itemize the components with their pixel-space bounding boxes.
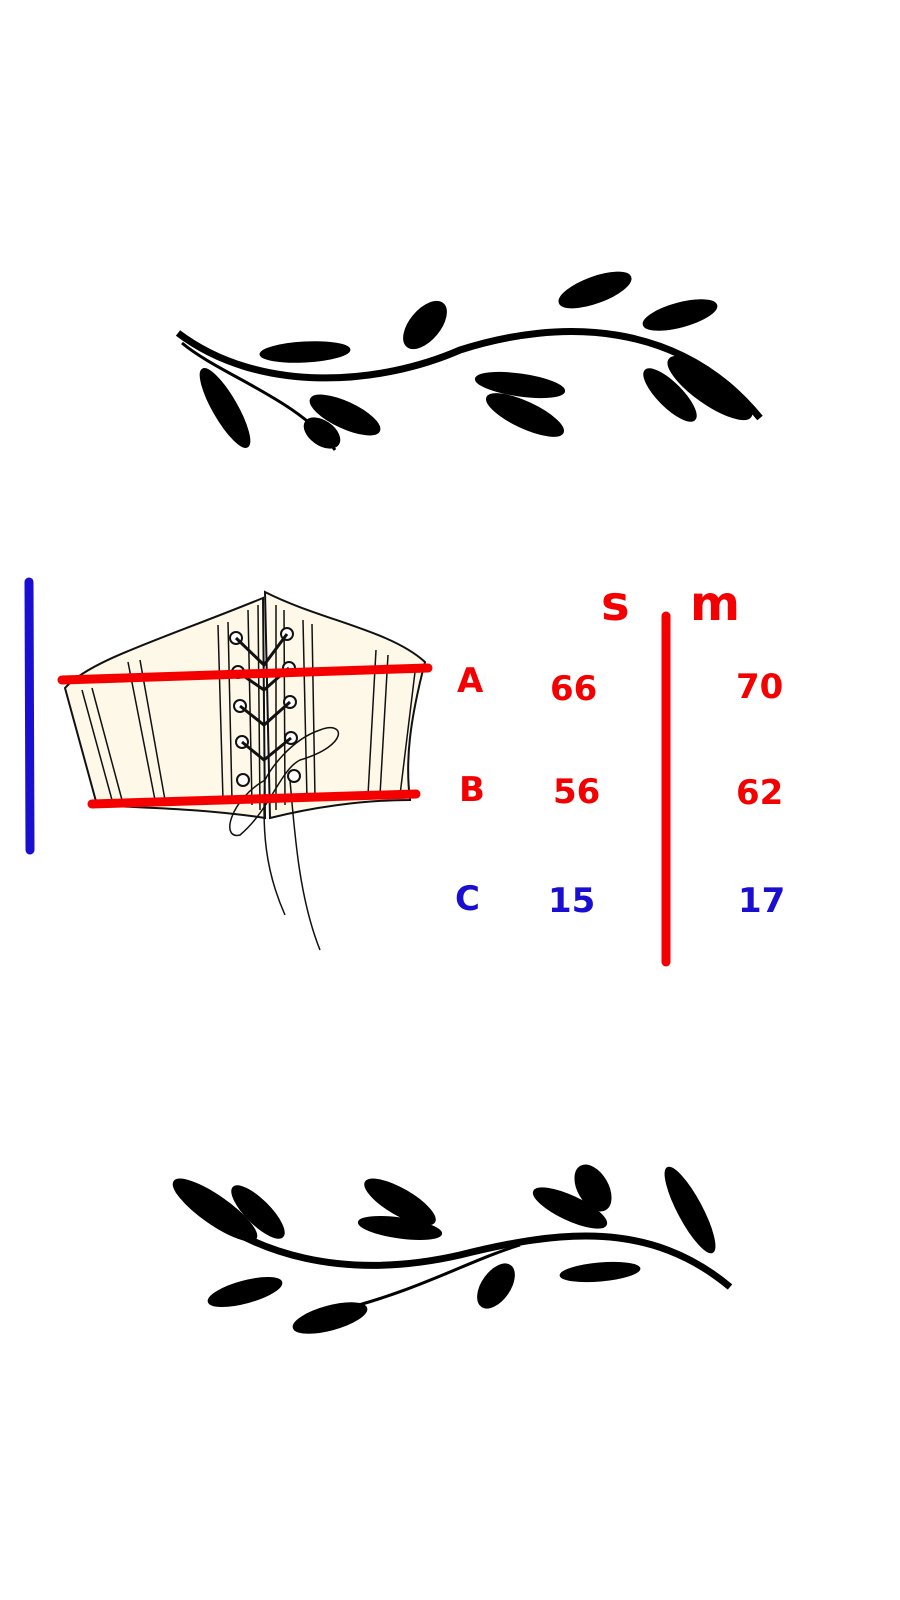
value-c-s: 15 [548, 881, 596, 921]
row-label-a: A [457, 661, 484, 701]
value-a-s: 66 [550, 669, 598, 709]
measure-line-b [87, 789, 421, 809]
row-label-c: C [455, 879, 480, 919]
measure-line-a [57, 663, 433, 685]
value-b-m: 62 [736, 773, 784, 813]
value-c-m: 17 [738, 881, 786, 921]
size-header-m: m [690, 576, 741, 632]
value-a-m: 70 [736, 667, 784, 707]
value-b-s: 56 [553, 772, 601, 812]
row-label-b: B [459, 770, 485, 810]
measure-line-c [24, 577, 35, 855]
size-header-s: s [601, 576, 630, 632]
